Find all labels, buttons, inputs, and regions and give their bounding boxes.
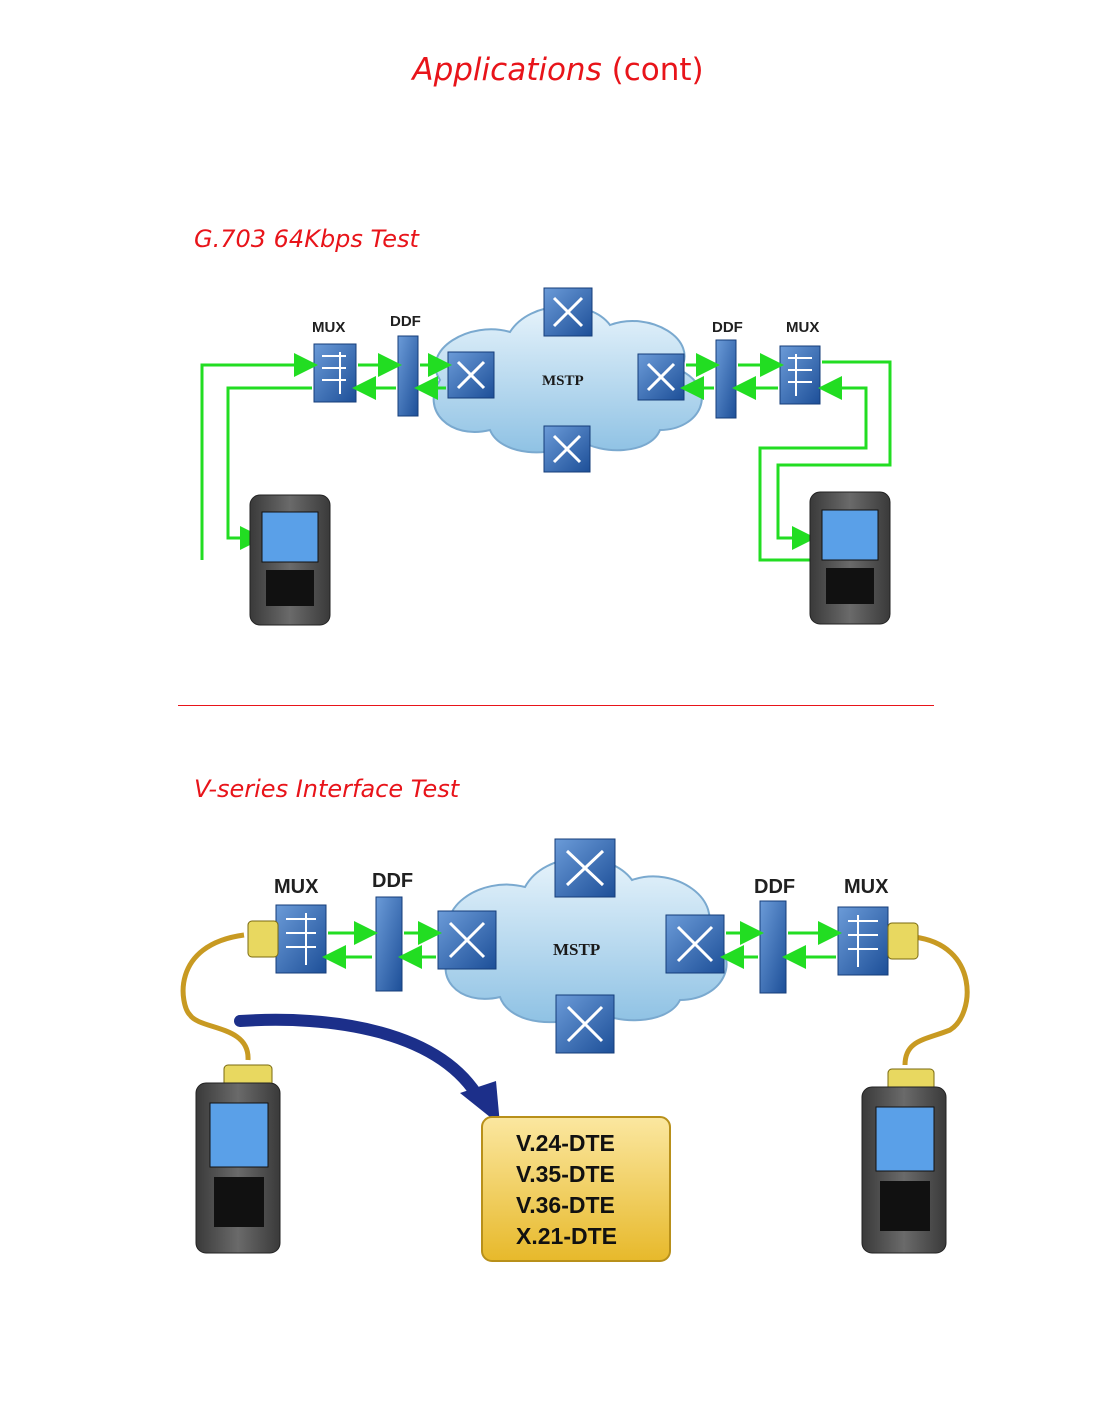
switch-icon [637, 353, 685, 401]
page-title-main: Applications [412, 52, 602, 88]
tester-right [861, 1086, 947, 1254]
page-title: Applications (cont) [0, 52, 1116, 88]
callout-arrow [234, 1013, 500, 1125]
interface-item: X.21-DTE [516, 1223, 617, 1249]
switch-icon [447, 351, 495, 399]
ddf-right-label: DDF [754, 876, 795, 898]
section-divider [178, 705, 934, 706]
switch-icon [554, 838, 616, 898]
ddf-right-icon [715, 339, 737, 419]
tester-left [249, 494, 331, 626]
mux-right-icon [779, 345, 821, 405]
tester-right [809, 491, 891, 625]
interface-callout: V.24-DTE V.35-DTE V.36-DTE X.21-DTE [481, 1116, 671, 1262]
mstp-label: MSTP [542, 373, 584, 389]
switch-icon [665, 914, 725, 974]
ddf-left-label: DDF [372, 870, 413, 892]
ddf-left-label: DDF [390, 313, 421, 330]
switch-icon [543, 287, 593, 337]
vseries-heading: V-series Interface Test [194, 775, 460, 803]
mux-right-label: MUX [786, 319, 819, 336]
mux-left-label: MUX [274, 876, 319, 898]
link-lines [322, 921, 842, 969]
switch-icon [555, 994, 615, 1054]
serial-cables [180, 932, 970, 1066]
db-connector-icon [223, 920, 935, 1092]
mux-left-label: MUX [312, 319, 345, 336]
mstp-label: MSTP [553, 940, 600, 959]
switch-icon [543, 425, 591, 473]
mux-left-icon [275, 904, 327, 974]
ddf-right-label: DDF [712, 319, 743, 336]
ddf-left-icon [375, 896, 403, 992]
interface-item: V.35-DTE [516, 1161, 615, 1187]
switch-icon [437, 910, 497, 970]
mux-left-icon [313, 343, 357, 403]
page-title-suffix: (cont) [611, 52, 704, 88]
g703-heading: G.703 64Kbps Test [194, 225, 419, 253]
mux-right-icon [837, 906, 889, 976]
mstp-cloud: MSTP [444, 857, 728, 1023]
mux-right-label: MUX [844, 876, 889, 898]
tester-left [195, 1082, 281, 1254]
interface-item: V.24-DTE [516, 1130, 615, 1156]
g703-diagram: MSTP MUX DDF DDF MUX [200, 287, 892, 626]
vseries-diagram: MSTP MUX DDF DDF MUX [180, 838, 970, 1262]
link-lines [200, 353, 892, 562]
interface-item: V.36-DTE [516, 1192, 615, 1218]
ddf-left-icon [397, 335, 419, 417]
ddf-right-icon [759, 900, 787, 994]
